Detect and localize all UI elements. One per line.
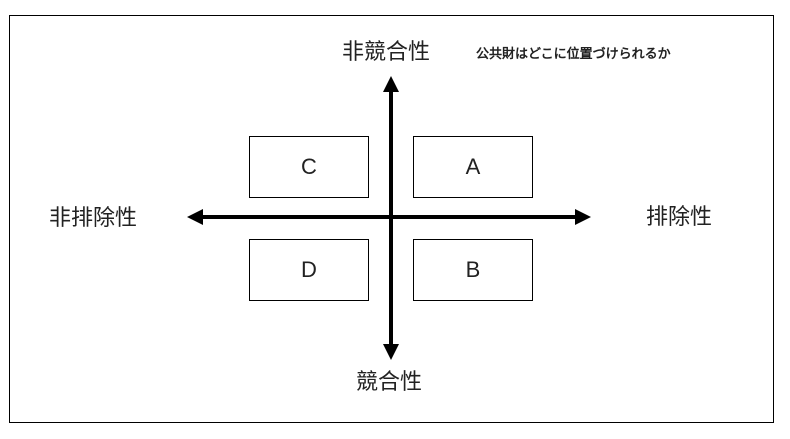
axis-label-left: 非排除性: [49, 206, 138, 231]
axis-label-right: 排除性: [646, 205, 713, 230]
axis-label-bottom: 競合性: [356, 370, 423, 395]
diagram-caption: 公共財はどこに位置づけられるか: [476, 47, 671, 62]
quadrant-box-bottom-right: B: [413, 239, 533, 301]
axis-label-top: 非競合性: [342, 40, 431, 65]
quadrant-box-top-left: C: [249, 136, 369, 198]
quadrant-box-bottom-left: D: [249, 239, 369, 301]
quadrant-box-top-right: A: [413, 136, 533, 198]
